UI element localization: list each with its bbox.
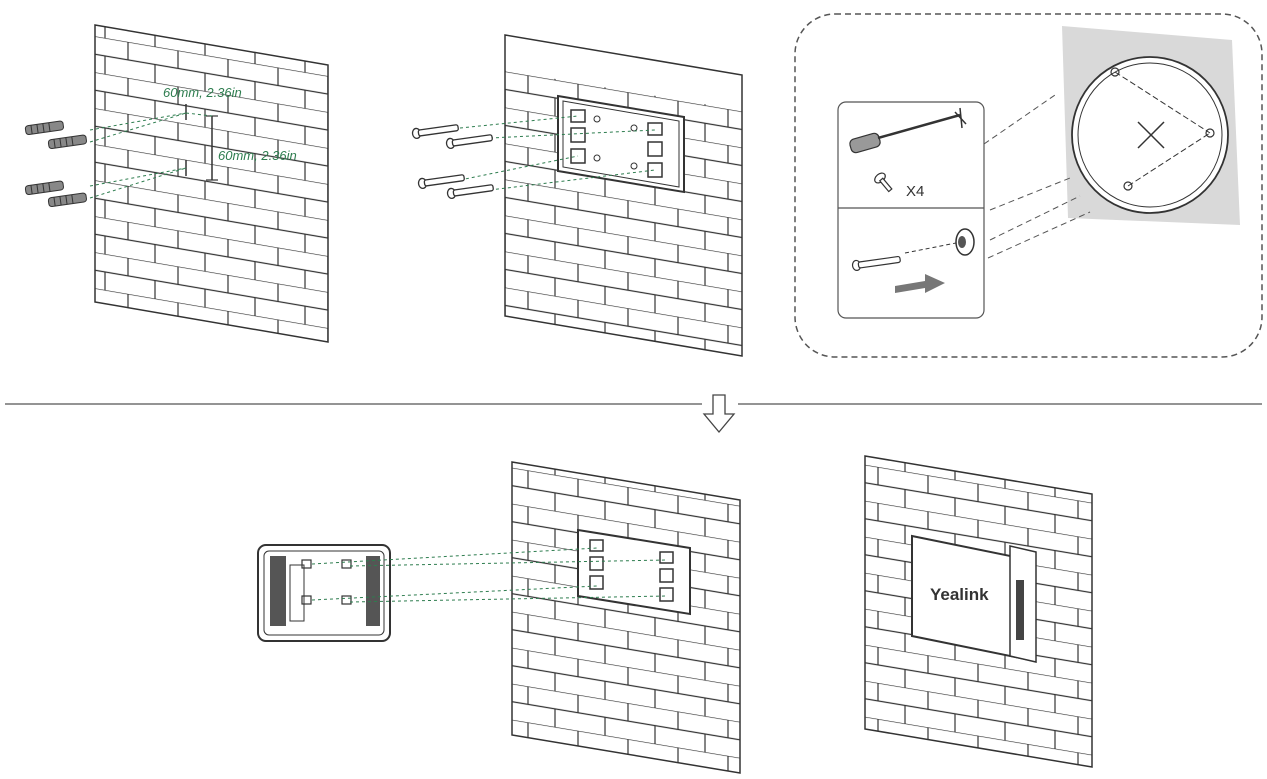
step-3-attach-device xyxy=(257,461,741,774)
mounting-bracket xyxy=(557,94,685,194)
installed-device: Yealink xyxy=(911,534,1037,663)
step-2-mount-bracket xyxy=(411,34,743,357)
brick-wall-1 xyxy=(94,24,329,343)
detail-callout: X4 xyxy=(794,13,1263,358)
wall-anchor-icon xyxy=(24,120,87,208)
device-brand-logo: Yealink xyxy=(930,585,989,604)
screwdriver-icon xyxy=(849,107,967,154)
dimension-guides xyxy=(89,112,213,199)
screw-icon xyxy=(411,124,494,200)
horizontal-dimension-label: 60mm, 2.36in xyxy=(163,85,242,100)
flow-arrow-down-icon xyxy=(702,394,736,434)
brick-wall-2 xyxy=(504,34,743,357)
tools-panel: X4 xyxy=(837,101,985,319)
callout-leader-lines xyxy=(983,94,1091,259)
vertical-dimension-label: 60mm, 2.36in xyxy=(218,148,297,163)
alignment-guides xyxy=(311,547,667,603)
step-1-drill-holes: 60mm, 2.36in 60mm, 2.36in xyxy=(24,24,329,343)
step-4-installed: Yealink xyxy=(864,455,1093,768)
mounting-bracket xyxy=(577,528,691,616)
brick-wall-3 xyxy=(511,461,741,774)
arrow-right-icon xyxy=(895,274,945,293)
screw-quantity-label: X4 xyxy=(906,183,924,200)
screw-icon xyxy=(874,172,893,193)
device-back-view xyxy=(257,544,391,642)
wall-anchor-icon xyxy=(851,228,975,271)
bracket-guides xyxy=(459,115,656,191)
ceiling-plate-view xyxy=(1062,26,1240,225)
